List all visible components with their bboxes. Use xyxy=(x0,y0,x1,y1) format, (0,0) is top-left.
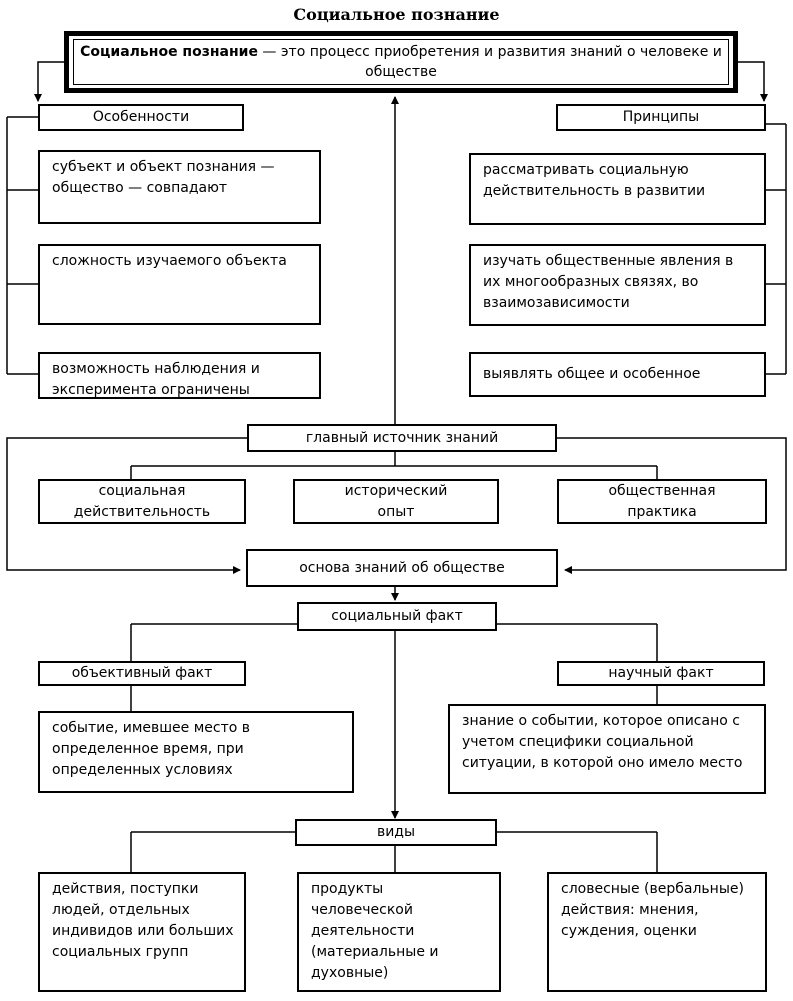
features-item-1: субъект и объект познания — общество — с… xyxy=(38,150,321,224)
basis-box: основа знаний об обществе xyxy=(246,549,558,587)
features-header: Особенности xyxy=(38,104,244,131)
types-item-verbal: словесные (вербальные) действия: мнения,… xyxy=(547,872,767,992)
types-item-products: продукты человеческой деятельности (мате… xyxy=(297,872,501,992)
definition-term: Социальное познание xyxy=(80,44,258,60)
scientific-fact-desc: знание о событии, которое описано с учет… xyxy=(448,704,766,794)
page-title: Социальное познание xyxy=(293,5,500,24)
definition-text: — это процесс приобретения и развития зн… xyxy=(257,44,722,80)
types-item-actions: действия, поступки людей, отдельных инди… xyxy=(38,872,246,992)
features-item-2: сложность изучаемого объекта xyxy=(38,244,321,325)
objective-fact-box: объективный факт xyxy=(38,661,246,686)
types-box: виды xyxy=(295,819,497,846)
features-item-3: возможность наблюдения и эксперимента ог… xyxy=(38,352,321,399)
social-fact-box: социальный факт xyxy=(297,602,497,631)
principles-item-1: рассматривать социальную действительност… xyxy=(469,153,766,225)
principles-header: Принципы xyxy=(556,104,766,131)
scientific-fact-box: научный факт xyxy=(557,661,765,686)
objective-fact-desc: событие, имевшее место в определенное вр… xyxy=(38,711,354,793)
definition-box: Социальное познание — это процесс приобр… xyxy=(64,31,738,93)
source-social-reality: социальная действительность xyxy=(38,479,246,524)
source-social-practice: общественная практика xyxy=(557,479,767,524)
principles-item-3: выявлять общее и особенное xyxy=(469,352,766,397)
source-historical-experience: исторический опыт xyxy=(293,479,499,524)
main-source-box: главный источник знаний xyxy=(247,424,557,452)
principles-item-2: изучать общественные явления в их многоо… xyxy=(469,244,766,326)
